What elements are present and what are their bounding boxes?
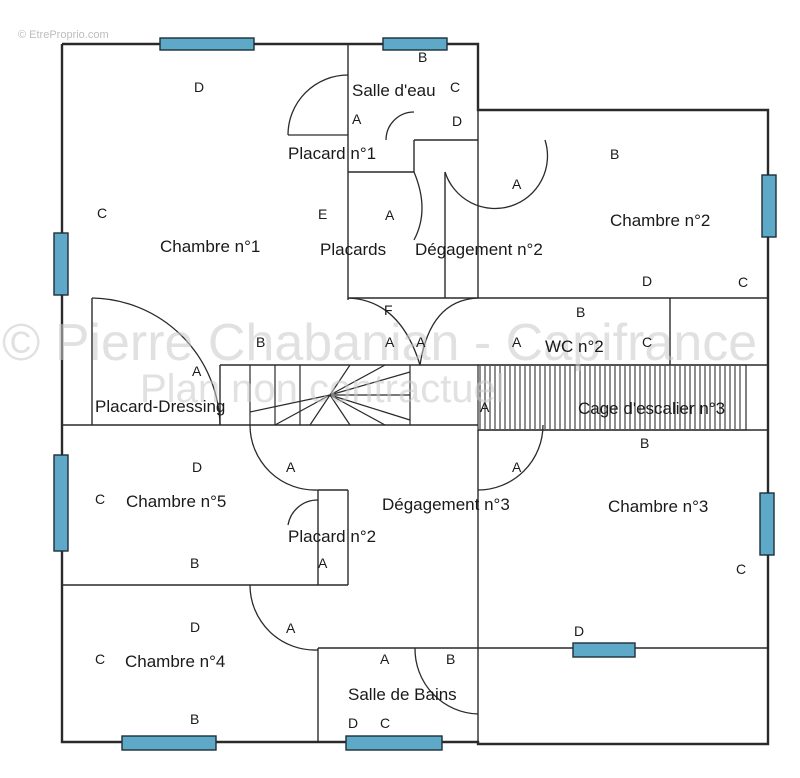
- wall-letter: E: [318, 206, 327, 222]
- window: [121, 735, 217, 751]
- room-label: WC n°2: [545, 337, 604, 356]
- room-label: Placard-Dressing: [95, 397, 225, 416]
- wall-letter: A: [385, 207, 395, 223]
- wall-letter: D: [348, 715, 358, 731]
- room-label: Dégagement n°2: [415, 240, 543, 259]
- room-label: Placard n°1: [288, 144, 376, 163]
- wall-letter: B: [576, 304, 585, 320]
- room-label: Chambre n°3: [608, 497, 708, 516]
- wall-letter: C: [450, 79, 460, 95]
- staircase: [249, 364, 411, 426]
- watermark-line2: Plan non contractuel: [140, 367, 505, 411]
- wall-letter: C: [380, 715, 390, 731]
- wall-letter: A: [352, 111, 362, 127]
- wall-letter: F: [384, 302, 393, 318]
- wall-letter: A: [318, 555, 328, 571]
- room-label: Chambre n°2: [610, 211, 710, 230]
- wall-letter: B: [610, 146, 619, 162]
- wall-letter: C: [95, 491, 105, 507]
- wall-letter: C: [95, 651, 105, 667]
- site-watermark: © EtreProprio.com: [18, 29, 109, 41]
- wall-letter: B: [640, 435, 649, 451]
- wall-letter: A: [286, 620, 296, 636]
- window: [345, 735, 443, 751]
- windows: [53, 37, 777, 751]
- wall-letter: A: [380, 651, 390, 667]
- room-label: Chambre n°1: [160, 237, 260, 256]
- room-label: Dégagement n°3: [382, 495, 510, 514]
- wall-letter: A: [512, 334, 522, 350]
- room-label: Chambre n°5: [126, 492, 226, 511]
- wall-letter: B: [256, 334, 265, 350]
- wall-letter: A: [480, 399, 490, 415]
- wall-letter: C: [642, 334, 652, 350]
- wall-letter: C: [738, 274, 748, 290]
- wall-letter: D: [192, 459, 202, 475]
- wall-letter: D: [574, 623, 584, 639]
- room-label: Placard n°2: [288, 527, 376, 546]
- window: [572, 642, 636, 658]
- wall-letter: B: [446, 651, 455, 667]
- stair-hatching: [479, 366, 741, 429]
- watermark-line1: © Pierre Chabanian - Capifrance: [2, 314, 757, 372]
- wall-letter: C: [736, 561, 746, 577]
- wall-letter: B: [190, 555, 199, 571]
- wall-letter: A: [286, 459, 296, 475]
- window: [759, 492, 775, 556]
- wall-letter: D: [194, 79, 204, 95]
- wall-letter: A: [512, 459, 522, 475]
- wall-letter: A: [385, 334, 395, 350]
- wall-letter: A: [192, 363, 202, 379]
- room-label: Salle de Bains: [348, 685, 457, 704]
- doors: [91, 74, 549, 715]
- window: [761, 174, 777, 238]
- wall-letters: D B C A D B A C E A D C F B A A A B C A …: [95, 49, 748, 731]
- wall-letter: A: [512, 176, 522, 192]
- wall-letter: D: [642, 273, 652, 289]
- wall-letter: B: [190, 711, 199, 727]
- wall-letter: D: [452, 113, 462, 129]
- room-label: Cage d'escalier n°3: [578, 399, 725, 418]
- window: [382, 37, 448, 51]
- room-label: Salle d'eau: [352, 81, 436, 100]
- wall-letter: C: [97, 205, 107, 221]
- window: [53, 454, 69, 552]
- wall-letter: B: [418, 49, 427, 65]
- window: [53, 232, 69, 296]
- room-label: Chambre n°4: [125, 652, 225, 671]
- wall-letter: D: [190, 619, 200, 635]
- room-label: Placards: [320, 240, 386, 259]
- window: [159, 37, 255, 51]
- wall-letter: A: [416, 334, 426, 350]
- room-labels: Salle d'eau Placard n°1 Chambre n°1 Plac…: [95, 81, 725, 704]
